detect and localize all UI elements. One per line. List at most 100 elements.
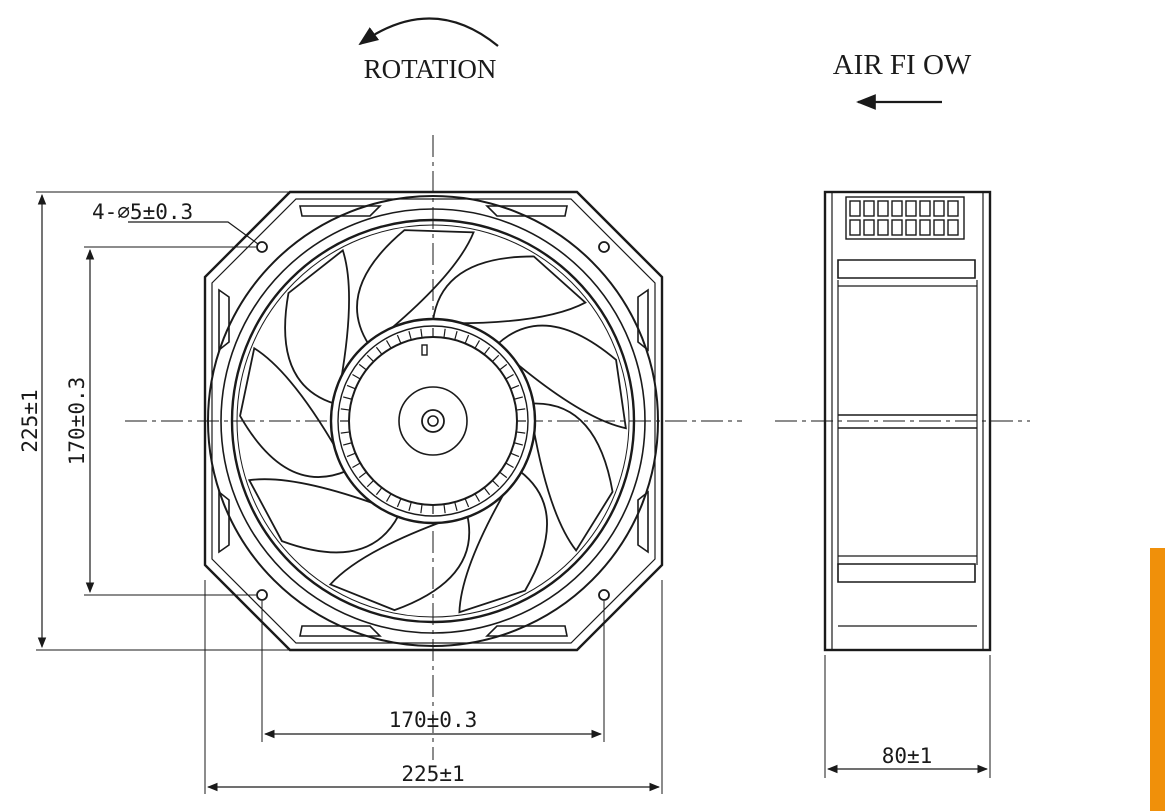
rotation-label: ROTATION [364,54,497,84]
motor-hub-outer [329,317,537,525]
rotor-fin [385,493,392,502]
rotor-fin [474,340,481,349]
terminal-pin [891,200,903,217]
fan-blade [432,255,587,325]
rotation-arrow [358,17,499,47]
rotor-fin [343,442,353,446]
rotor-fin [454,331,458,341]
rotor-fin [464,498,470,508]
fan-front-view [125,135,742,760]
rotor-fin [420,328,423,338]
terminal-pin [891,219,903,236]
terminal-pin [905,200,917,217]
motor-shaft [427,415,439,427]
fan-blade [247,478,400,554]
venturi-inner-ring [236,224,630,618]
rotor-fin [340,408,350,411]
rotor-fin [516,431,526,434]
depth-label: 80±1 [882,744,933,768]
rotor-fin [366,354,375,363]
rotor-fin [396,498,402,508]
terminal-pin [919,219,931,236]
frame-corner-slots [218,205,649,637]
mounting-hole-bottom-right [598,589,610,601]
rotor-fin [408,501,412,511]
side-frame-outline [823,190,992,652]
rotor-fin [352,373,361,380]
rotor-fin [491,354,500,363]
terminal-pin [919,200,931,217]
rotor-fin [483,487,491,496]
airflow-indicator: AIR FI OW [833,49,972,110]
terminal-pin [947,200,959,217]
terminal-pin [849,219,861,236]
rotor-fins [340,328,526,514]
terminal-pin [877,200,889,217]
terminal-pin [947,219,959,236]
terminal-pin [933,200,945,217]
rotor-fin [505,373,514,380]
side-top-flange [837,259,976,279]
rotor-fin [343,396,353,400]
rotor-fin [408,331,412,341]
terminal-pin [863,219,875,236]
rotor-fin [346,384,356,390]
rotor-fin [443,328,446,338]
rotor-fin [358,363,367,371]
terminal-pin [933,219,945,236]
mounting-hole-top-left [256,241,268,253]
fan-blade [458,470,548,614]
width-inner-label: 170±0.3 [389,708,478,732]
rotor-fin [340,431,350,434]
height-inner-label: 170±0.3 [65,377,89,466]
frame-ring-2 [220,208,646,634]
motor-shaft-collar [421,409,445,433]
fan-blade [496,324,627,430]
mounting-hole-top-right [598,241,610,253]
hole-callout-label: 4-⌀5±0.3 [92,200,193,224]
rotor-fin [366,479,375,488]
terminal-pin [863,200,875,217]
rotor-fin [510,384,520,390]
rotor-fin [510,452,520,458]
rotor-fin [352,462,361,469]
rotor-fin [420,504,423,514]
terminal-pin [877,219,889,236]
rotor-fin [513,396,523,400]
rotor-fin [385,340,392,349]
accent-bar [1150,548,1165,811]
side-bottom-flange [837,563,976,583]
rotor-fin [491,479,500,488]
terminal-pin [905,219,917,236]
rotor-fin [505,462,514,469]
rotor-fin [396,334,402,344]
rotor-fin [499,363,508,371]
rotation-indicator: ROTATION [358,17,499,84]
fan-blade [328,514,471,612]
rotor-fin [375,487,383,496]
rotor-fin [513,442,523,446]
motor-hub-cap [398,386,468,456]
width-outer-label: 225±1 [401,762,464,786]
fan-blade [531,402,614,553]
rotor-fin [464,334,470,344]
frame-outer-ring [207,195,659,647]
front-dimensions [36,191,663,794]
airflow-label: AIR FI OW [833,49,972,81]
height-outer-label: 225±1 [18,389,42,452]
fan-blade [239,346,347,478]
front-dimension-labels: 4-⌀5±0.3 225±1 170±0.3 170±0.3 225±1 [18,200,477,786]
rotor-fin [346,452,356,458]
fan-side-view [775,190,1030,652]
rotor-fin [358,471,367,479]
rotor-fin [499,471,508,479]
rotor-fin [474,493,481,502]
mounting-holes [256,241,610,601]
fan-blade [284,248,350,405]
hole-callout-leader [128,221,259,245]
mounting-hole-bottom-left [256,589,268,601]
rotor-fin [375,346,383,355]
hub-rivet [421,344,428,356]
impeller-blades [239,229,627,614]
